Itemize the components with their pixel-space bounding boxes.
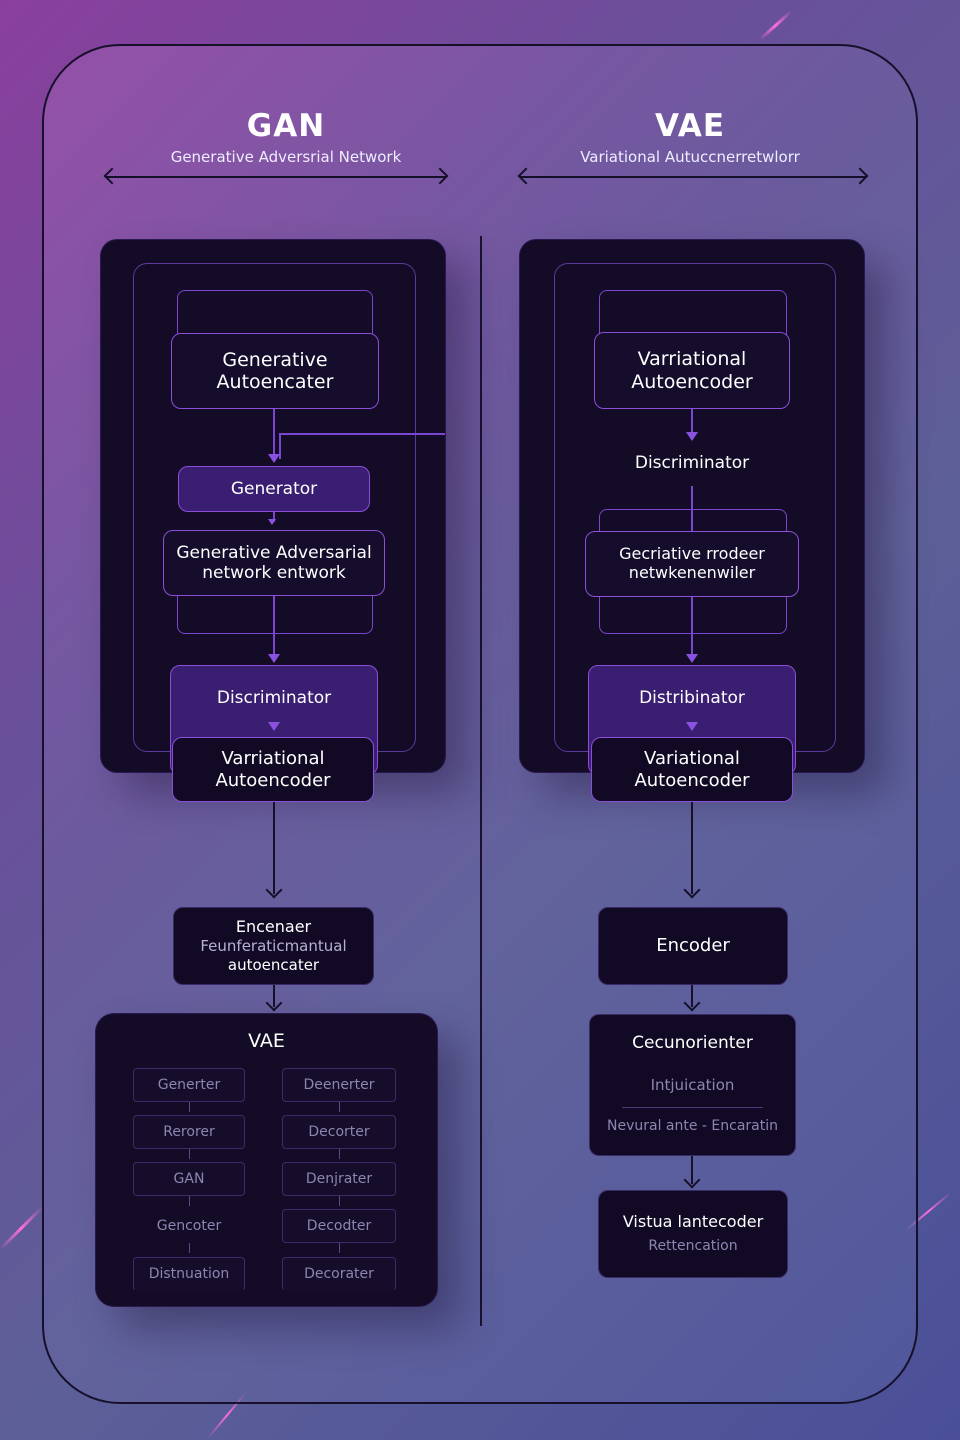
vae-encoder-box[interactable]: Encoder bbox=[598, 907, 788, 985]
vae-cecunorienter-box[interactable]: Cecunorienter Intjuication Nevural ante … bbox=[589, 1014, 796, 1156]
vae-grid-connector bbox=[189, 1102, 190, 1112]
vae-arrow-head bbox=[686, 432, 698, 441]
vae-vistua-sub: Rettencation bbox=[648, 1238, 738, 1255]
gan-flow-line bbox=[273, 802, 275, 894]
vae-grid-cell-left[interactable]: Generter bbox=[133, 1068, 245, 1102]
gan-encoder-line2: Feunferaticmantual bbox=[200, 937, 347, 956]
gan-branch-line bbox=[279, 433, 445, 435]
gan-arrow-head bbox=[268, 722, 280, 731]
vae-grid-cell-right[interactable]: Decorter bbox=[282, 1115, 396, 1149]
vae-grid-cell-right[interactable]: Decorater bbox=[282, 1257, 396, 1291]
gan-title: GAN bbox=[246, 108, 326, 144]
gan-arrow-head bbox=[268, 654, 280, 663]
gan-connector bbox=[273, 512, 275, 522]
vae-grid-connector bbox=[189, 1243, 190, 1253]
vae-cecun-footer: Nevural ante - Encaratin bbox=[606, 1117, 778, 1134]
gan-arrow-head bbox=[268, 519, 276, 525]
gan-vae-line1: Varriational bbox=[221, 748, 325, 770]
vae-grid-cell-left[interactable]: Rerorer bbox=[133, 1115, 245, 1149]
vae-vae-line2: Autoencoder bbox=[634, 769, 750, 791]
vae-grid-connector bbox=[339, 1243, 340, 1253]
gan-box3-line1: Generative Adversarial bbox=[176, 542, 372, 563]
vae-connector bbox=[691, 597, 693, 656]
vae-grid-cell-left[interactable]: GAN bbox=[133, 1162, 245, 1196]
gan-generator-box[interactable]: Generator bbox=[178, 466, 370, 512]
vae-discriminator-box-label: Distribinator bbox=[639, 688, 745, 708]
vae-grid-cell-right[interactable]: Deenerter bbox=[282, 1068, 396, 1102]
vae-flow-line bbox=[691, 985, 693, 1007]
vae-discriminator-label: Discriminator bbox=[634, 453, 750, 473]
decor-streak bbox=[0, 1206, 44, 1251]
vae-grid-connector bbox=[189, 1149, 190, 1159]
gan-connector bbox=[273, 409, 275, 459]
vae-box1-line2: Autoencoder bbox=[631, 370, 753, 393]
decor-streak bbox=[758, 10, 793, 41]
gan-encoder-line3: autoencater bbox=[227, 956, 320, 974]
gan-span-arrow bbox=[106, 176, 446, 178]
vae-box3-line2: netwkenenwiler bbox=[628, 563, 756, 582]
vae-subtitle: Variational Autuccnerretwlorr bbox=[580, 148, 800, 166]
vae-grid-connector bbox=[339, 1102, 340, 1112]
vae-grid-connector bbox=[189, 1196, 190, 1206]
gan-arrow-head bbox=[268, 454, 280, 463]
gan-connector bbox=[273, 596, 275, 656]
vae-cecun-divider bbox=[622, 1106, 763, 1108]
gan-discriminator-label: Discriminator bbox=[216, 688, 332, 708]
center-divider bbox=[480, 236, 482, 1326]
gan-subtitle: Generative Adversrial Network bbox=[170, 148, 402, 166]
vae-vistua-box[interactable]: Vistua lantecoder Rettencation bbox=[598, 1190, 788, 1278]
gan-header: GAN Generative Adversrial Network bbox=[106, 108, 466, 166]
vae-grid-cell-left[interactable]: Gencoter bbox=[156, 1218, 222, 1234]
vae-grid-cell-right[interactable]: Denjrater bbox=[282, 1162, 396, 1196]
gan-encoder-line1: Encenaer bbox=[235, 917, 312, 937]
gan-generator-label: Generator bbox=[230, 478, 318, 499]
gan-box1-line2: Autoencater bbox=[216, 371, 334, 393]
vae-grid-connector bbox=[339, 1196, 340, 1206]
vae-arrow-head bbox=[686, 722, 698, 731]
vae-grid-cell-right[interactable]: Decodter bbox=[282, 1209, 396, 1243]
vae-encoder-label: Encoder bbox=[656, 935, 730, 957]
vae-grid-cell-left[interactable]: Distnuation bbox=[133, 1257, 245, 1291]
gan-box3-line2: network entwork bbox=[202, 563, 346, 583]
vae-title: VAE bbox=[654, 108, 726, 144]
vae-grid-connector bbox=[339, 1149, 340, 1159]
vae-header: VAE Variational Autuccnerretwlorr bbox=[510, 108, 870, 166]
gan-box1-line1: Generative bbox=[222, 348, 328, 371]
gan-encenaer-box[interactable]: Encenaer Feunferaticmantual autoencater bbox=[173, 907, 374, 985]
gan-vae-line2: Autoencoder bbox=[215, 769, 331, 791]
vae-flow-line bbox=[691, 1156, 693, 1184]
vae-arrow-head bbox=[686, 654, 698, 663]
gan-vae-panel-title: VAE bbox=[248, 1030, 285, 1052]
vae-vistua-title: Vistua lantecoder bbox=[622, 1212, 764, 1232]
vae-connector bbox=[691, 409, 693, 434]
vae-box1-line1: Varriational bbox=[637, 348, 747, 371]
vae-box3-line1: Gecriative rrodeer bbox=[619, 544, 765, 564]
gan-flow-line bbox=[273, 985, 275, 1007]
vae-vae-line1: Variational bbox=[644, 748, 740, 770]
vae-cecun-title: Cecunorienter bbox=[632, 1033, 753, 1053]
gan-connector bbox=[279, 433, 281, 459]
vae-flow-line bbox=[691, 802, 693, 894]
vae-span-arrow bbox=[520, 176, 866, 178]
vae-cecun-sub: Intjuication bbox=[650, 1076, 735, 1095]
